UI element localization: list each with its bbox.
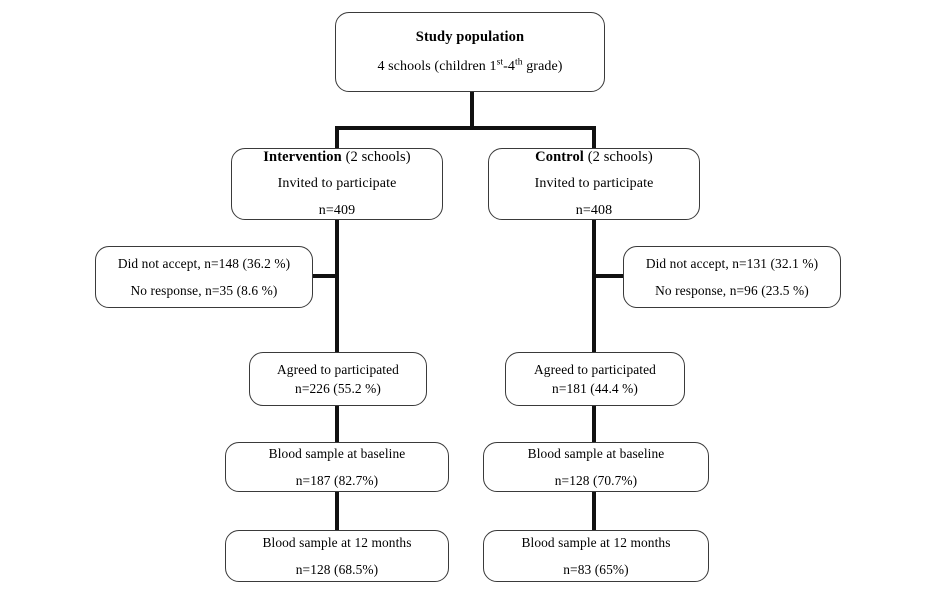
connector-split-to-intervention (335, 126, 339, 148)
control-heading: Control (2 schools) (535, 149, 653, 166)
study-population-sup-st: st (496, 57, 504, 68)
control-followup-n: n=83 (65%) (563, 561, 629, 577)
intervention-n: n=409 (318, 203, 356, 219)
intervention-did-not-accept: Did not accept, n=148 (36.2 %) (117, 256, 291, 272)
intervention-heading: Intervention (2 schools) (263, 149, 410, 166)
study-population-detail: 4 schools (children 1st-4th grade) (377, 57, 563, 75)
connector-intervention-exclusion (310, 274, 337, 278)
intervention-invited: Invited to participate (277, 176, 397, 192)
control-baseline-n: n=128 (70.7%) (554, 472, 638, 488)
node-intervention-followup: Blood sample at 12 months n=128 (68.5%) (225, 530, 449, 582)
node-control-agreed: Agreed to participated n=181 (44.4 %) (505, 352, 685, 406)
intervention-baseline-n: n=187 (82.7%) (295, 472, 379, 488)
connector-control-baseline-to-followup (592, 492, 596, 530)
intervention-baseline-label: Blood sample at baseline (268, 446, 406, 462)
control-agreed-label: Agreed to participated (534, 361, 656, 377)
control-followup-label: Blood sample at 12 months (521, 535, 671, 551)
node-intervention-agreed: Agreed to participated n=226 (55.2 %) (249, 352, 427, 406)
node-intervention-exclusions: Did not accept, n=148 (36.2 %) No respon… (95, 246, 313, 308)
intervention-schools: (2 schools) (345, 148, 411, 165)
study-population-detail-mid: -4 (503, 58, 515, 74)
connector-intervention-trunk (335, 219, 339, 352)
control-agreed-n: n=181 (44.4 %) (552, 381, 638, 396)
node-control: Control (2 schools) Invited to participa… (488, 148, 700, 220)
control-baseline-label: Blood sample at baseline (527, 446, 665, 462)
node-control-baseline: Blood sample at baseline n=128 (70.7%) (483, 442, 709, 492)
node-intervention-baseline: Blood sample at baseline n=187 (82.7%) (225, 442, 449, 492)
connector-split-to-control (592, 126, 596, 148)
intervention-agreed-n: n=226 (55.2 %) (295, 381, 381, 396)
control-invited: Invited to participate (534, 176, 654, 192)
intervention-name: Intervention (263, 148, 342, 165)
connector-intervention-baseline-to-followup (335, 492, 339, 530)
node-control-followup: Blood sample at 12 months n=83 (65%) (483, 530, 709, 582)
intervention-agreed-label: Agreed to participated (277, 361, 399, 377)
node-study-population: Study population 4 schools (children 1st… (335, 12, 605, 92)
node-control-exclusions: Did not accept, n=131 (32.1 %) No respon… (623, 246, 841, 308)
connector-study-to-split (470, 92, 474, 130)
control-n: n=408 (575, 203, 613, 219)
connector-control-agreed-to-baseline (592, 406, 596, 442)
study-population-sup-th: th (515, 57, 523, 68)
intervention-followup-n: n=128 (68.5%) (295, 561, 379, 577)
intervention-followup-label: Blood sample at 12 months (262, 535, 412, 551)
connector-control-exclusion (592, 274, 624, 278)
intervention-no-response: No response, n=35 (8.6 %) (130, 282, 278, 298)
connector-control-trunk (592, 219, 596, 352)
control-schools: (2 schools) (587, 148, 653, 165)
study-population-detail-prefix: 4 schools (children 1 (377, 58, 497, 74)
study-population-title: Study population (415, 29, 525, 46)
connector-split-bar (335, 126, 596, 130)
study-population-detail-suffix: grade) (522, 58, 563, 74)
connector-intervention-agreed-to-baseline (335, 406, 339, 442)
node-intervention: Intervention (2 schools) Invited to part… (231, 148, 443, 220)
control-did-not-accept: Did not accept, n=131 (32.1 %) (645, 256, 819, 272)
control-name: Control (535, 148, 584, 165)
control-no-response: No response, n=96 (23.5 %) (655, 282, 809, 298)
